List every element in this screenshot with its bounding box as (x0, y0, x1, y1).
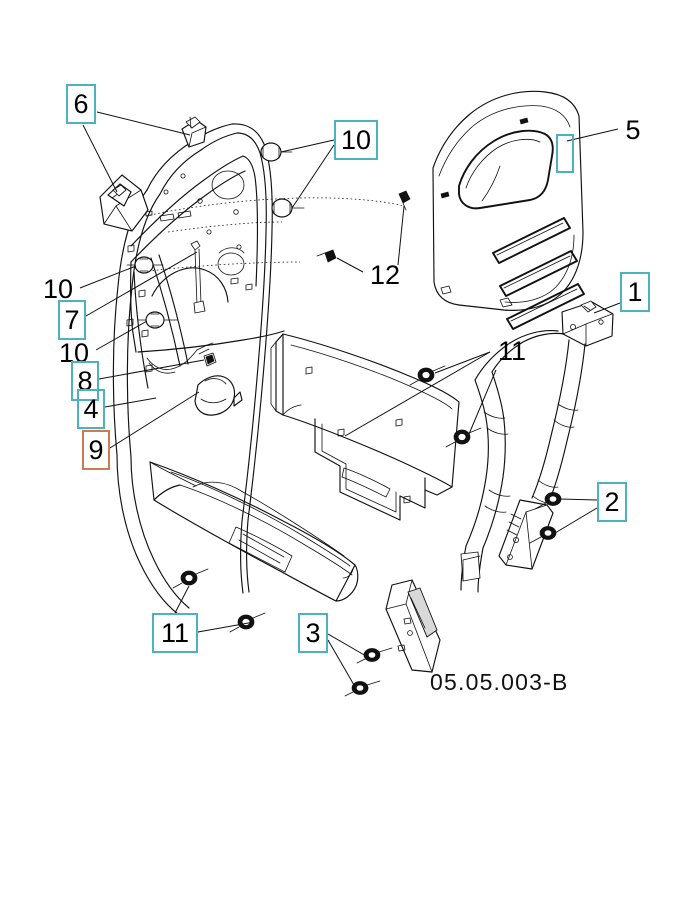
callout-10-top[interactable]: 10 (334, 120, 378, 160)
fastener-11-b (445, 427, 482, 448)
lower-center-bracket (385, 579, 441, 673)
right-rops-leg (460, 300, 614, 593)
fastener-2-b (529, 526, 557, 544)
fastener-11-a (409, 365, 446, 386)
callout-7[interactable]: 7 (58, 300, 86, 340)
callout-9[interactable]: 9 (82, 430, 110, 470)
callout-5[interactable]: 5 (625, 114, 641, 145)
center-door-panel (270, 333, 460, 521)
callout-8[interactable]: 8 (71, 361, 99, 401)
callout-4[interactable]: 4 (77, 389, 105, 429)
callout-6[interactable]: 6 (66, 84, 96, 124)
fastener-11-c (172, 568, 209, 589)
callout-11-mid[interactable]: 11 (497, 335, 527, 366)
fastener-3-a (356, 647, 393, 664)
clip-12-a (398, 190, 411, 211)
callout-10-mid[interactable]: 10 (42, 273, 74, 304)
callout-2[interactable]: 2 (597, 482, 627, 522)
latch-handle-assembly (194, 375, 243, 416)
louvered-side-panel (432, 90, 585, 330)
knob-10-b (271, 198, 305, 218)
knob-10-a (260, 142, 293, 162)
callout-1[interactable]: 1 (620, 272, 650, 312)
clip-12-b (316, 249, 337, 263)
diagram-part-number: 05.05.003-B (430, 669, 569, 695)
rops-frame-main (99, 116, 405, 615)
leader-lines (79, 111, 621, 686)
knob-fastener-upper (126, 256, 164, 274)
knob-fastener-lower (137, 311, 178, 329)
fastener-3-b (344, 680, 381, 697)
panel-5-highlight-marker (556, 134, 574, 173)
lower-sill-panel (149, 461, 359, 602)
callout-11-bot[interactable]: 11 (152, 613, 198, 653)
callout-12[interactable]: 12 (369, 259, 401, 290)
callout-3[interactable]: 3 (298, 613, 328, 653)
fastener-11-d (229, 612, 266, 633)
hardware-fasteners (172, 142, 562, 697)
